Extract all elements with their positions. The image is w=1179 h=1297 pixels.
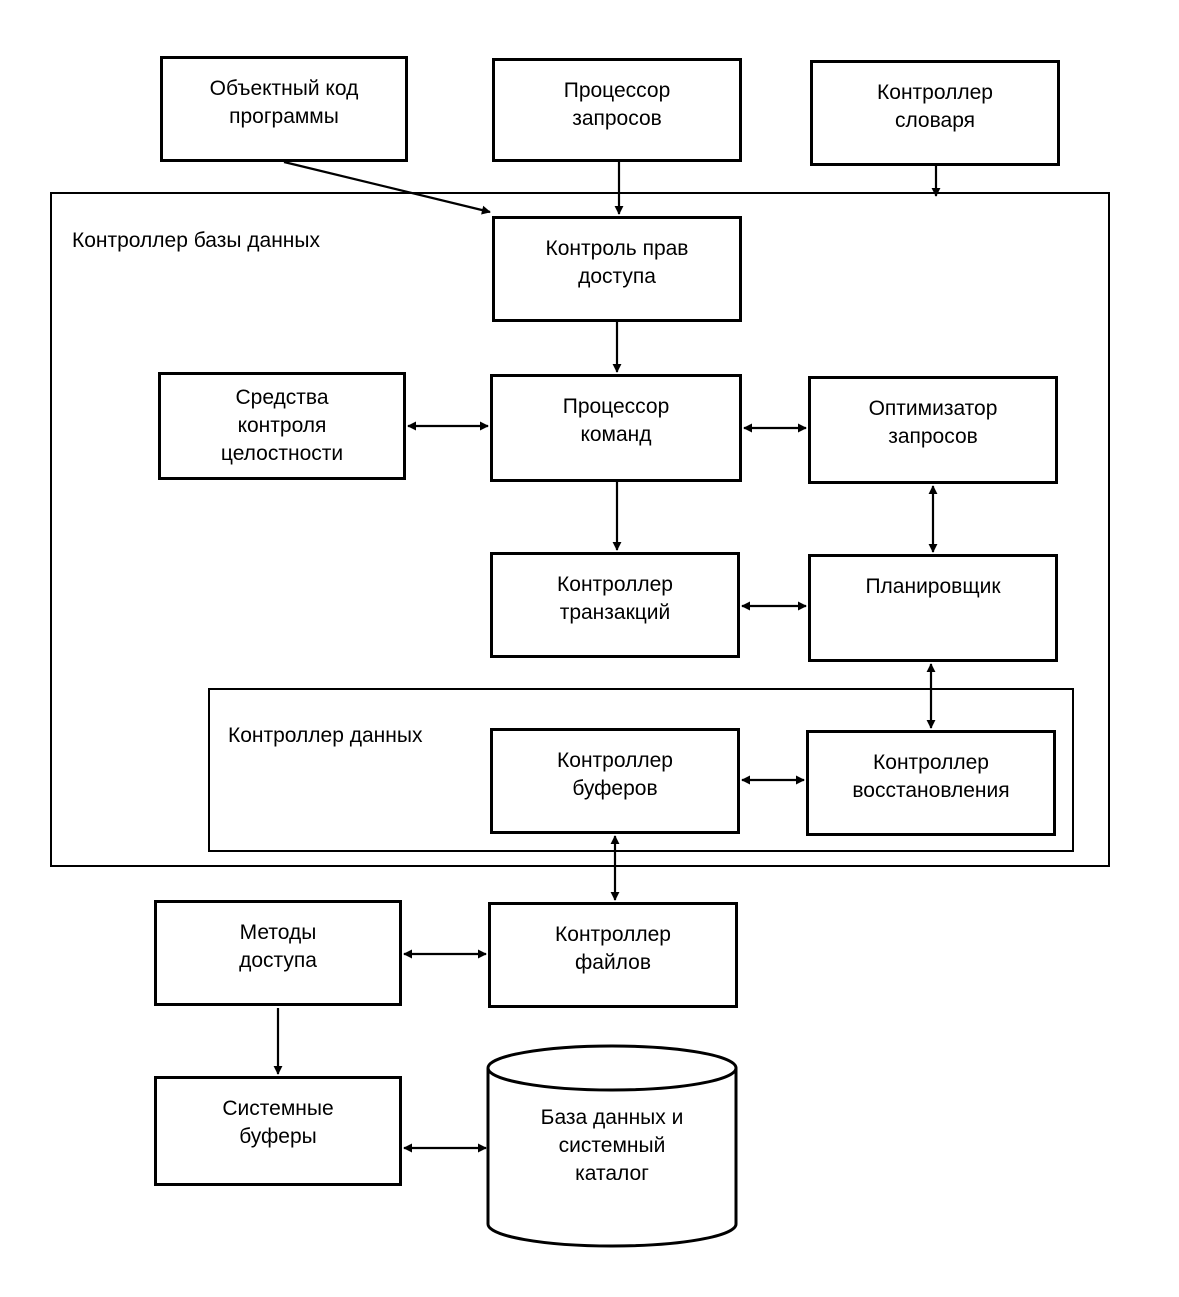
command-processor-label: Процессор команд: [562, 395, 670, 446]
data-controller-label: Контроллер данных: [228, 724, 423, 747]
file-controller-box: Контроллер файлов: [488, 902, 738, 1008]
transaction-controller-label: Контроллер транзакций: [557, 573, 673, 624]
database-label: База данных и системный каталог: [540, 1106, 684, 1185]
integrity-tools-label: Средства контроля целостности: [220, 386, 344, 465]
file-controller-label: Контроллер файлов: [555, 923, 671, 974]
access-methods-box: Методы доступа: [154, 900, 402, 1006]
query-optimizer-label: Оптимизатор запросов: [868, 397, 998, 448]
system-buffers-box: Системные буферы: [154, 1076, 402, 1186]
scheduler-label: Планировщик: [865, 575, 1001, 598]
dictionary-controller-box: Контроллер словаря: [810, 60, 1060, 166]
command-processor-box: Процессор команд: [490, 374, 742, 482]
integrity-tools-box: Средства контроля целостности: [158, 372, 406, 480]
query-optimizer-box: Оптимизатор запросов: [808, 376, 1058, 484]
db-controller-container: [50, 192, 1110, 867]
scheduler-box: Планировщик: [808, 554, 1058, 662]
db-controller-label: Контроллер базы данных: [72, 229, 320, 252]
query-processor-label: Процессор запросов: [563, 79, 671, 130]
data-controller-container: [208, 688, 1074, 852]
access-methods-label: Методы доступа: [239, 921, 317, 972]
object-code-box: Объектный код программы: [160, 56, 408, 162]
transaction-controller-box: Контроллер транзакций: [490, 552, 740, 658]
dictionary-controller-label: Контроллер словаря: [877, 81, 993, 132]
buffer-controller-box: Контроллер буферов: [490, 728, 740, 834]
system-buffers-label: Системные буферы: [222, 1097, 334, 1148]
query-processor-box: Процессор запросов: [492, 58, 742, 162]
buffer-controller-label: Контроллер буферов: [557, 749, 673, 800]
access-control-label: Контроль прав доступа: [545, 237, 689, 288]
recovery-controller-box: Контроллер восстановления: [806, 730, 1056, 836]
recovery-controller-label: Контроллер восстановления: [852, 751, 1010, 802]
object-code-label: Объектный код программы: [209, 77, 359, 128]
access-control-box: Контроль прав доступа: [492, 216, 742, 322]
